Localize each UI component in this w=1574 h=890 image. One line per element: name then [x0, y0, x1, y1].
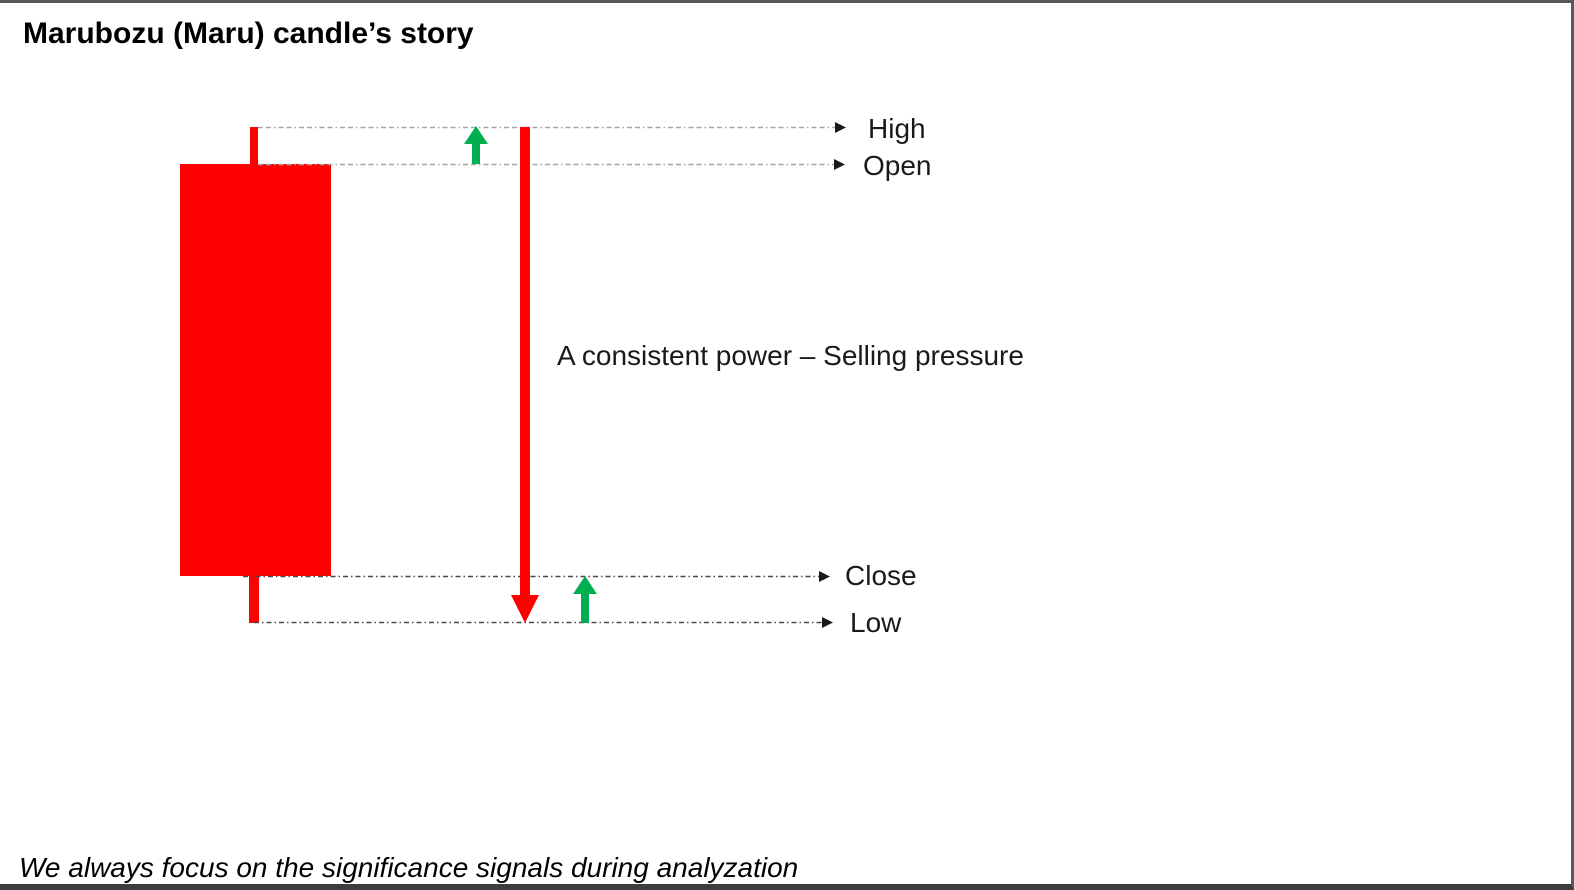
high-arrowhead-icon [835, 122, 846, 133]
price-label-close: Close [845, 560, 917, 591]
price-label-low: Low [850, 607, 902, 638]
up-arrow-close-low-icon [573, 576, 597, 623]
candle-upper-wick [250, 127, 258, 167]
candlestick-diagram [180, 122, 846, 628]
candle-lower-wick [249, 574, 259, 623]
price-label-high: High [868, 113, 926, 144]
selling-pressure-arrowhead-icon [511, 595, 539, 623]
page-title: Marubozu (Maru) candle’s story [23, 17, 474, 50]
selling-pressure-arrow-shaft [520, 127, 530, 596]
footer-note: We always focus on the significance sign… [19, 852, 799, 883]
up-arrow-high-open-icon [464, 126, 488, 164]
close-arrowhead-icon [819, 571, 830, 582]
low-arrowhead-icon [822, 617, 833, 628]
selling-pressure-annotation: A consistent power – Selling pressure [557, 340, 1024, 371]
open-arrowhead-icon [834, 159, 845, 170]
price-label-open: Open [863, 150, 932, 181]
candle-body [180, 164, 331, 576]
